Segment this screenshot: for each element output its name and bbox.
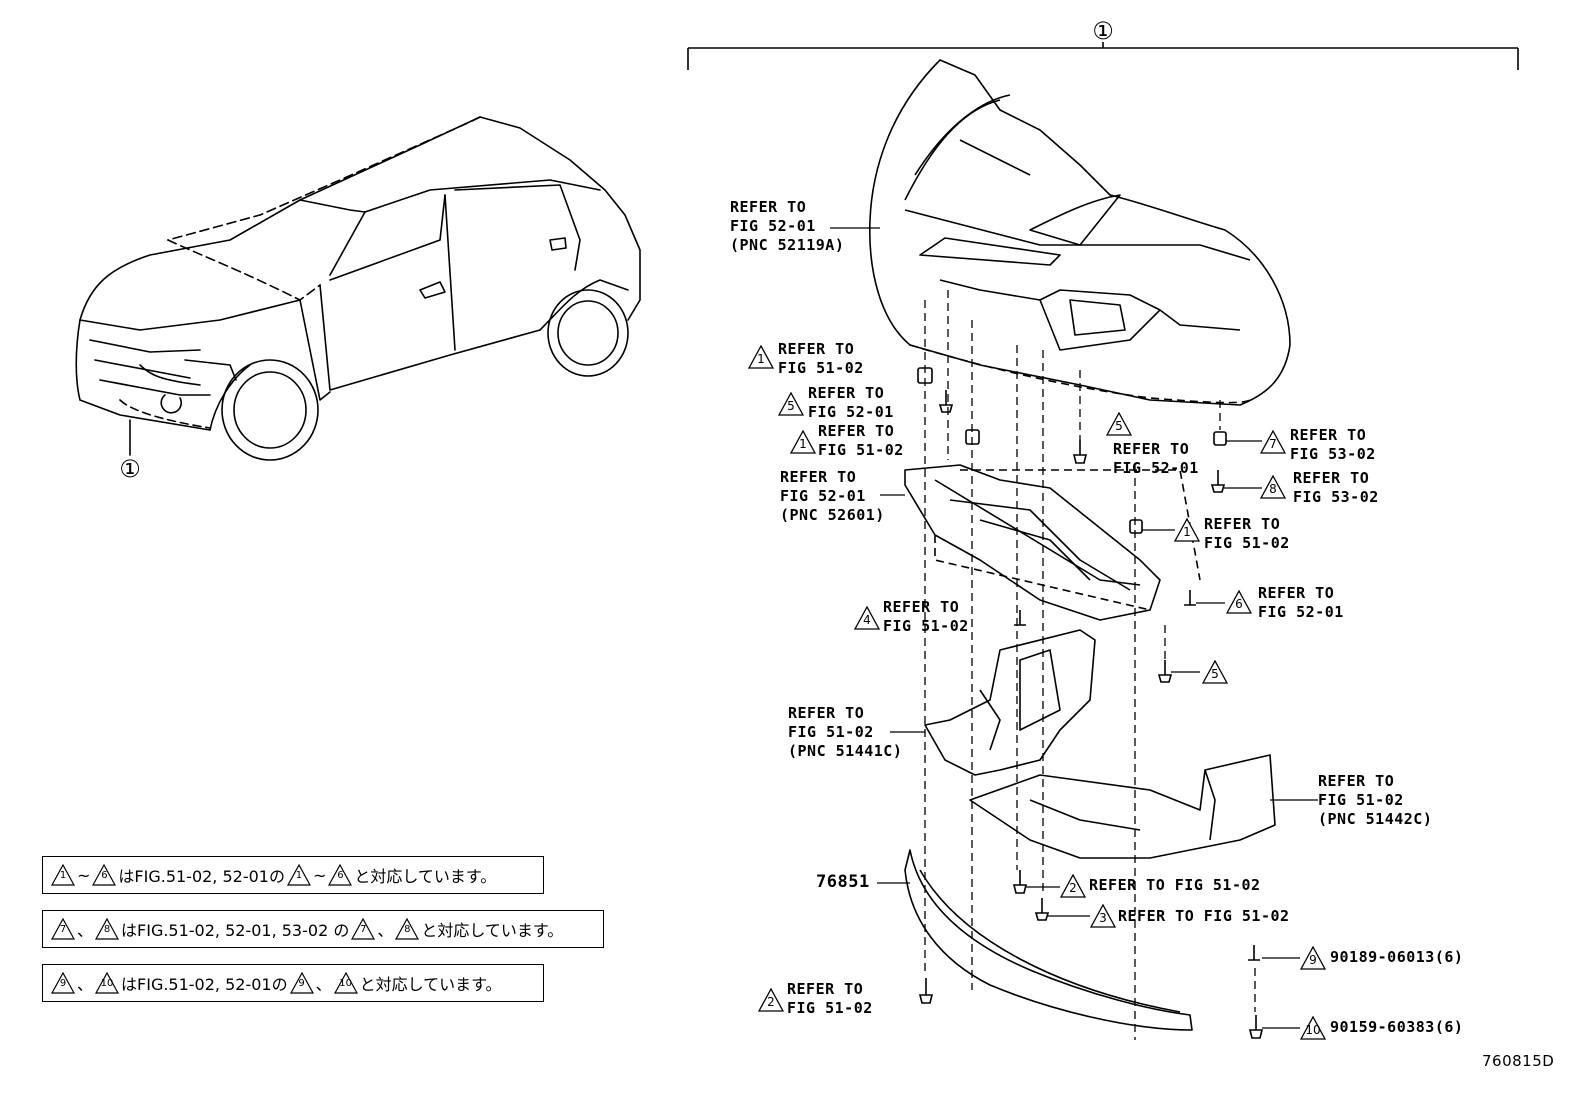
callout-bolt-2a: REFER TO FIG 51-02 [1089,876,1261,894]
part-number-10: 90159-60383(6) [1330,1018,1464,1036]
note-3: 9 、 10 はFIG.51-02, 52-01の 9 、 10 と対応していま… [42,964,544,1002]
under-cover-right [969,754,1276,859]
car-illustration [75,116,641,461]
note-triangle: 7 [351,918,376,940]
figure-id: 760815D [1482,1052,1555,1070]
note-triangle: 7 [51,918,75,940]
car-marker: ① [119,455,141,483]
note-text: と対応しています。 [421,921,564,940]
bumper-cover [868,59,1291,406]
fasteners [917,367,1264,1039]
note-triangle: 6 [92,864,117,886]
note-sep: ~ [77,865,91,885]
triangle-2b: 2 [758,988,784,1012]
note-text: はFIG.51-02, 52-01の [118,867,285,886]
note-triangle: 1 [51,864,75,886]
triangle-8: 8 [1260,475,1286,499]
note-triangle: 9 [51,972,75,994]
triangle-1c: 1 [1174,518,1200,542]
note-text: はFIG.51-02, 52-01の [121,975,288,994]
triangle-5b: 5 [1106,412,1132,436]
note-triangle: 8 [395,918,420,940]
triangle-6: 6 [1226,590,1252,614]
note-triangle: 10 [333,972,358,994]
triangle-5c: 5 [1202,660,1228,684]
triangle-1b: 1 [790,430,816,454]
note-triangle: 10 [95,972,120,994]
part-number-spoiler: 76851 [816,872,870,892]
triangle-5a: 5 [778,392,804,416]
note-1: 1 ~ 6 はFIG.51-02, 52-01の 1 ~ 6 と対応しています。 [42,856,544,894]
triangle-3: 3 [1090,904,1116,928]
note-2: 7 、 8 はFIG.51-02, 52-01, 53-02 の 7 、 8 と… [42,910,604,948]
triangle-9: 9 [1300,946,1326,970]
note-text: はFIG.51-02, 52-01, 53-02 の [121,921,350,940]
triangle-1a: 1 [748,345,774,369]
assembly-lines [924,290,1256,1040]
triangle-10: 10 [1300,1016,1326,1040]
note-sep: 、 [77,975,94,994]
note-triangle: 6 [328,864,353,886]
callout-bolt-3: REFER TO FIG 51-02 [1118,907,1290,925]
note-text: と対応しています。 [354,867,497,886]
triangle-7: 7 [1260,430,1286,454]
note-triangle: 9 [289,972,314,994]
under-cover-left [924,629,1096,776]
note-text: と対応しています。 [359,975,502,994]
note-triangle: 8 [95,918,120,940]
note-sep: 、 [77,921,94,940]
note-sep: ~ [312,865,327,885]
note-sep: 、 [377,921,394,940]
assembly-marker: ① [1092,17,1114,45]
note-sep: 、 [315,975,332,994]
part-number-9: 90189-06013(6) [1330,948,1464,966]
note-triangle: 1 [286,864,311,886]
retainer [904,464,1201,621]
assembly-bracket [687,42,1519,70]
leader-lines [830,227,1318,1029]
triangle-4: 4 [854,606,880,630]
triangle-2a: 2 [1060,874,1086,898]
